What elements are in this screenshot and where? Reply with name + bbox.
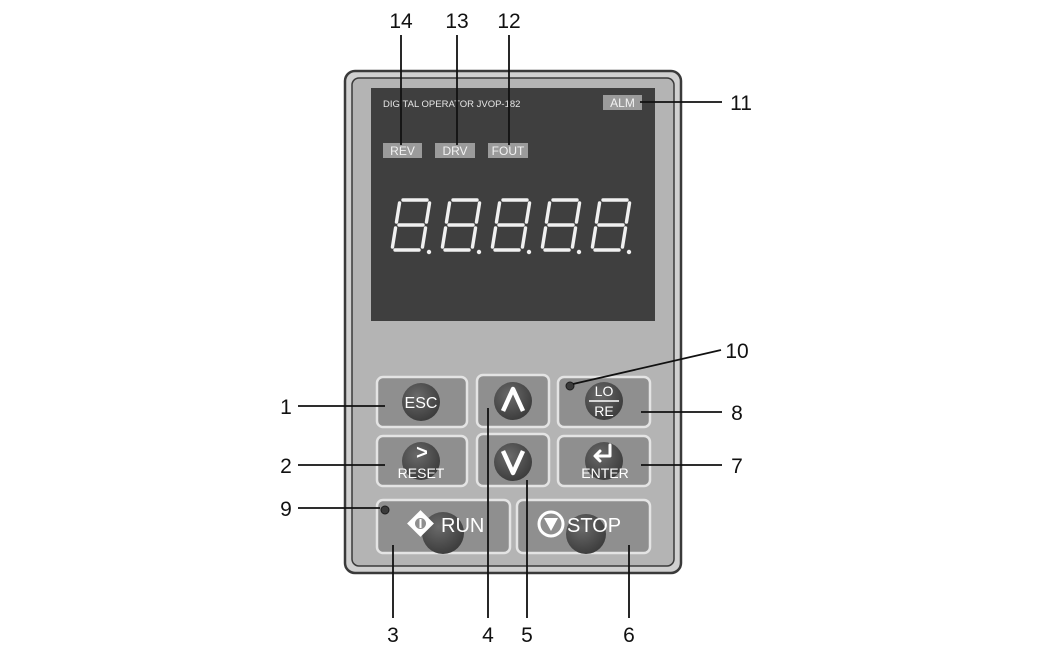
callout-11: 11 <box>730 92 752 115</box>
digit-3-segment-6 <box>494 201 502 224</box>
esc-key[interactable]: ESC <box>375 375 469 429</box>
callout-3: 3 <box>387 624 399 647</box>
digit-2-segment-5 <box>440 226 448 249</box>
callout-8: 8 <box>731 402 743 425</box>
enter-key[interactable]: ENTER <box>556 434 652 488</box>
indicator-alm-bg <box>603 95 642 110</box>
digit-5-decimal-point <box>626 249 632 255</box>
callout-9: 9 <box>280 498 292 521</box>
enter-arrow-icon <box>593 443 612 463</box>
digit-1-segment-3 <box>420 226 428 249</box>
callout-12: 12 <box>497 10 520 33</box>
down-arrow-icon <box>500 450 526 476</box>
digit-4-segment-5 <box>540 226 548 249</box>
digit-2-segment-3 <box>470 226 478 249</box>
callout-6: 6 <box>623 624 635 647</box>
callout-13: 13 <box>445 10 468 33</box>
indicator-fout-bg <box>488 143 528 158</box>
indicator-fout: FOUT <box>492 144 525 158</box>
callout-lines <box>298 35 722 618</box>
callout-10: 10 <box>725 340 748 363</box>
up-arrow-icon <box>500 386 526 412</box>
digit-1-segment-6 <box>394 201 402 224</box>
reset-key[interactable]: > RESET <box>375 434 469 488</box>
digit-4-segment-2 <box>574 201 582 224</box>
callout-5: 5 <box>521 624 533 647</box>
reset-label: RESET <box>398 465 445 481</box>
lo-label: LO <box>595 383 614 399</box>
digit-3-segment-3 <box>520 226 528 249</box>
callout-2: 2 <box>280 455 292 478</box>
run-key[interactable]: RUN <box>375 498 512 555</box>
esc-label: ESC <box>405 395 438 412</box>
digit-1-decimal-point <box>426 249 432 255</box>
lo-re-key[interactable]: LO RE <box>556 375 652 429</box>
stop-key[interactable]: STOP <box>515 498 652 555</box>
digit-5-segment-6 <box>594 201 602 224</box>
digit-1-segment-2 <box>424 201 432 224</box>
seven-segment-display <box>390 198 632 255</box>
digit-2-segment-2 <box>474 201 482 224</box>
up-key[interactable] <box>475 373 551 429</box>
digit-2-decimal-point <box>476 249 482 255</box>
display-window <box>371 88 655 321</box>
digit-4-segment-3 <box>570 226 578 249</box>
digit-2-segment-6 <box>444 201 452 224</box>
indicator-drv-bg <box>435 143 475 158</box>
callout-14: 14 <box>389 10 413 33</box>
enter-label: ENTER <box>581 465 628 481</box>
down-key[interactable] <box>475 432 551 488</box>
indicator-rev: REV <box>390 144 415 158</box>
digit-1-segment-5 <box>390 226 398 249</box>
digit-4-segment-6 <box>544 201 552 224</box>
stop-icon <box>537 510 565 538</box>
run-label: RUN <box>441 515 484 537</box>
digit-5-segment-3 <box>620 226 628 249</box>
callout-4: 4 <box>482 624 494 647</box>
digit-5-segment-2 <box>624 201 632 224</box>
callout-7: 7 <box>731 455 743 478</box>
digit-4-decimal-point <box>576 249 582 255</box>
digit-3-segment-5 <box>490 226 498 249</box>
re-label: RE <box>594 403 613 419</box>
digit-3-decimal-point <box>526 249 532 255</box>
indicator-alm: ALM <box>610 96 635 110</box>
right-arrow-icon: > <box>416 442 428 464</box>
indicator-drv: DRV <box>442 144 467 158</box>
callout-1: 1 <box>280 396 292 419</box>
indicator-rev-bg <box>383 143 422 158</box>
run-led <box>380 505 390 515</box>
model-label: DIGITAL OPERATOR JVOP-182 <box>383 99 520 110</box>
digit-5-segment-5 <box>590 226 598 249</box>
lo-re-led <box>565 381 575 391</box>
stop-label: STOP <box>567 515 621 537</box>
digit-3-segment-2 <box>524 201 532 224</box>
